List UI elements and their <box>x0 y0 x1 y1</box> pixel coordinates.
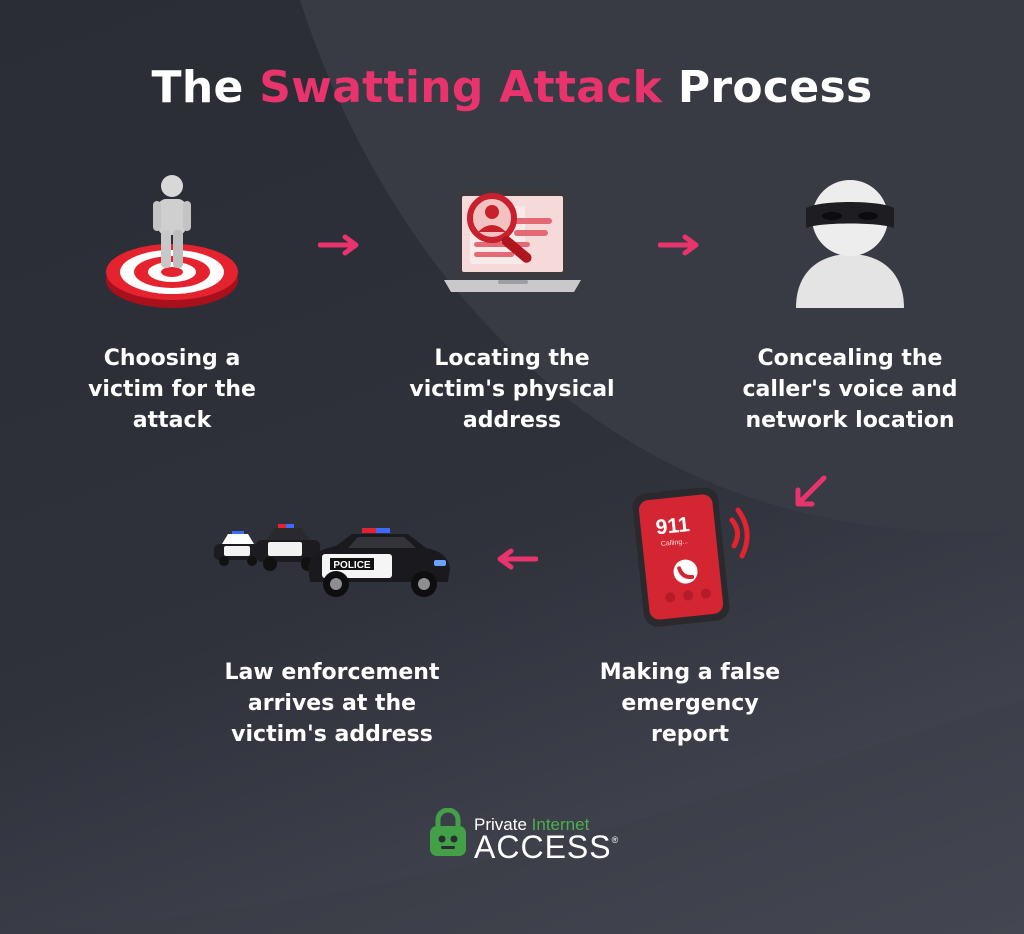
step-label-police-arrive: Law enforcement arrives at the victim's … <box>224 660 440 747</box>
logo-text-line2: ACCESS® <box>474 829 619 866</box>
police-car-label: POLICE <box>333 560 371 571</box>
arrow-left-icon <box>497 548 538 570</box>
logo-access: ACCESS <box>474 829 612 865</box>
police-car-medium <box>256 524 320 571</box>
logo-registered-mark: ® <box>611 835 620 845</box>
page-title: The Swatting Attack Process <box>0 62 1024 113</box>
logo-private: Private <box>474 815 527 834</box>
logo-text-line1: Private Internet <box>474 815 589 835</box>
step-label-false-report: Making a false emergency report <box>599 660 781 747</box>
title-prefix: The <box>151 62 244 113</box>
step-label-conceal-voice: Concealing the caller's voice and networ… <box>742 346 958 433</box>
phone-number: 911 <box>655 513 691 539</box>
title-accent: Swatting Attack <box>259 62 663 113</box>
masked-person-icon <box>796 180 904 308</box>
phone-status: Calling... <box>661 538 689 548</box>
step-label-choose-victim: Choosing a victim for the attack <box>88 346 256 433</box>
police-car-large: POLICE <box>308 528 450 597</box>
arrow-down-left-icon <box>795 475 827 507</box>
step-label-locate-address: Locating the victim's physical address <box>409 346 615 433</box>
police-car-small <box>214 531 262 566</box>
title-suffix: Process <box>677 62 873 113</box>
logo-internet: Internet <box>531 815 590 834</box>
target-person-icon <box>106 175 238 308</box>
arrow-right-icon <box>658 234 699 256</box>
phone-911-icon: 911 Calling... <box>632 488 750 627</box>
pia-logo-lock-icon <box>430 808 466 856</box>
police-cars-icon: POLICE <box>214 524 450 597</box>
arrow-right-icon <box>318 234 359 256</box>
laptop-magnifier-icon <box>444 190 581 292</box>
